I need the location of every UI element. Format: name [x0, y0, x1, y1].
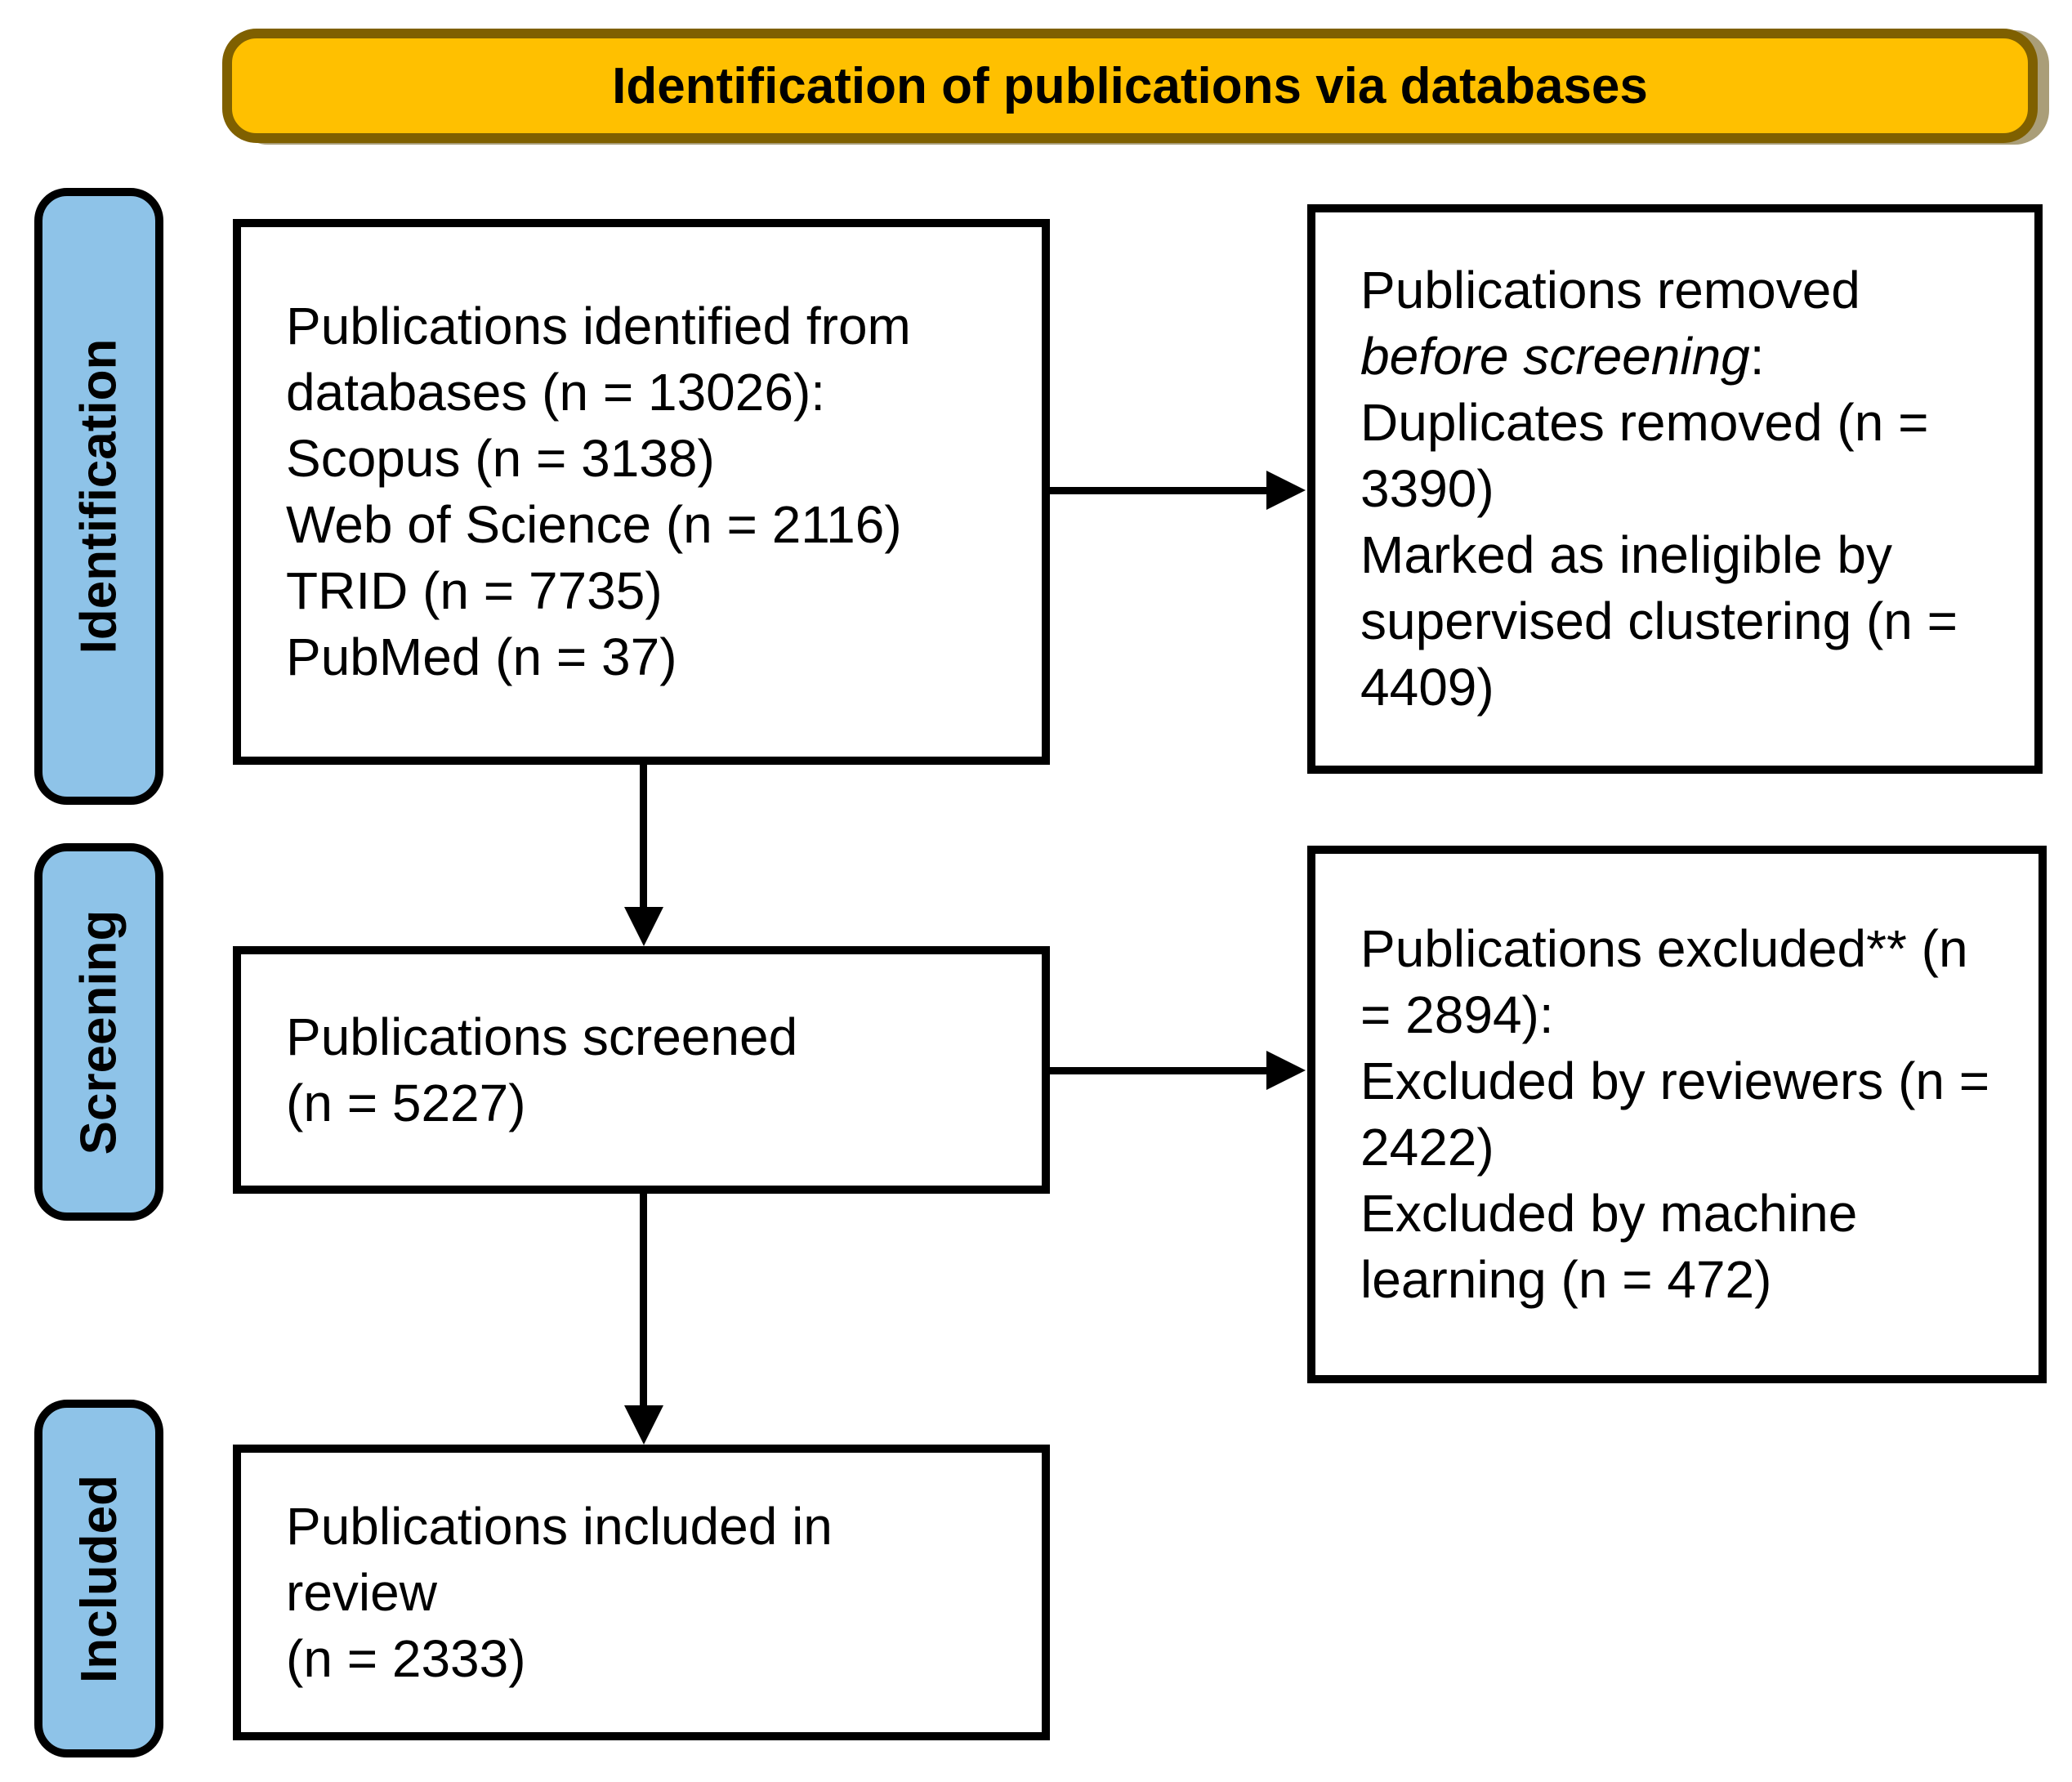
arrowhead-down-icon	[624, 1405, 663, 1445]
box-publications-excluded: Publications excluded** (n = 2894): Excl…	[1307, 846, 2047, 1383]
stage-bar-screening: Screening	[34, 843, 163, 1221]
arrowhead-right-icon	[1266, 1051, 1306, 1090]
box-text-line: = 2894):	[1360, 985, 1554, 1044]
box-text-line: (n = 2333)	[286, 1628, 526, 1688]
box-text-line: Web of Science (n = 2116)	[286, 495, 902, 554]
box-text-line: databases (n = 13026):	[286, 363, 826, 422]
stage-bar-identification: Identification	[34, 188, 163, 805]
box-text-line: before screening:	[1360, 324, 2018, 390]
after-italic-colon: :	[1749, 327, 1765, 386]
banner-title: Identification of publications via datab…	[612, 57, 1648, 114]
arrowhead-down-icon	[624, 907, 663, 946]
box-text-line: TRID (n = 7735)	[286, 561, 663, 620]
box-text-line: 4409)	[1360, 658, 1494, 717]
box-text-line: review	[286, 1562, 437, 1622]
box-publications-identified: Publications identified from databases (…	[233, 219, 1050, 765]
box-text-line: Publications screened	[286, 1007, 798, 1066]
box-text-line: 2422)	[1360, 1118, 1494, 1177]
box-text-line: Publications removed	[1360, 261, 1860, 319]
box-text-line: learning (n = 472)	[1360, 1250, 1772, 1309]
box-text-line: Duplicates removed (n =	[1360, 393, 1929, 452]
box-text-line: (n = 5227)	[286, 1073, 526, 1132]
box-text-line: Publications included in	[286, 1496, 833, 1556]
box-text-line: Excluded by reviewers (n =	[1360, 1052, 1990, 1110]
banner-identification-via-databases: Identification of publications via datab…	[222, 29, 2038, 143]
arrow-screened-to-included	[640, 1194, 647, 1408]
box-text-line: Scopus (n = 3138)	[286, 429, 715, 488]
box-text-line: Excluded by machine	[1360, 1184, 1858, 1243]
box-publications-included: Publications included in review (n = 233…	[233, 1445, 1050, 1740]
box-text-line: Marked as ineligible by	[1360, 525, 1892, 584]
arrow-identified-to-screened	[640, 765, 647, 913]
box-text-line: 3390)	[1360, 459, 1494, 518]
stage-label-included: Included	[70, 1474, 127, 1683]
stage-label-screening: Screening	[70, 909, 127, 1155]
box-publications-screened: Publications screened (n = 5227)	[233, 946, 1050, 1194]
box-text-line: PubMed (n = 37)	[286, 627, 677, 686]
box-publications-removed: Publications removed before screening: D…	[1307, 204, 2043, 774]
stage-label-identification: Identification	[70, 338, 127, 654]
box-text-line: Publications excluded** (n	[1360, 919, 1968, 978]
stage-bar-included: Included	[34, 1400, 163, 1757]
arrowhead-right-icon	[1266, 471, 1306, 510]
box-text-line: supervised clustering (n =	[1360, 592, 1958, 650]
arrow-identified-to-removed	[1050, 487, 1275, 494]
italic-phrase: before screening	[1360, 327, 1750, 386]
arrow-screened-to-excluded	[1050, 1067, 1275, 1074]
box-text-line: Publications identified from	[286, 297, 911, 355]
